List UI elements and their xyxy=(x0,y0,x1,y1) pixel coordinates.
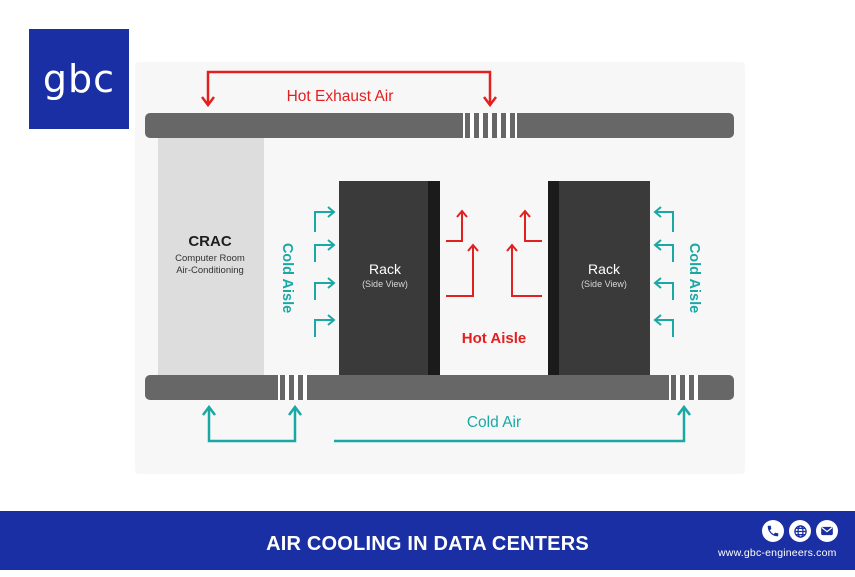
footer-bar: AIR COOLING IN DATA CENTERS www.gbc-engi… xyxy=(0,511,855,570)
cold-air-label: Cold Air xyxy=(467,414,521,431)
rack-left-subtitle: (Side View) xyxy=(362,279,408,289)
gbc-logo: gbc xyxy=(29,29,129,129)
rack-left xyxy=(339,181,439,375)
floor-duct xyxy=(145,375,734,400)
hot-aisle-arrows xyxy=(446,209,542,297)
rack-right-edge xyxy=(548,181,559,375)
website-url[interactable]: www.gbc-engineers.com xyxy=(718,547,837,559)
contact-icons xyxy=(762,520,838,542)
rack-right-subtitle: (Side View) xyxy=(581,279,627,289)
crac-line-2: Air-Conditioning xyxy=(176,265,244,276)
hot-exhaust-arrow xyxy=(201,70,497,108)
cold-aisle-right-arrows xyxy=(653,206,674,337)
cooling-diagram: CRAC Computer Room Air-Conditioning Hot … xyxy=(145,70,734,443)
cold-aisle-left-label: Cold Aisle xyxy=(279,243,295,313)
footer-title: AIR COOLING IN DATA CENTERS xyxy=(266,533,589,555)
hot-aisle-label: Hot Aisle xyxy=(462,330,526,347)
globe-icon[interactable] xyxy=(789,520,811,542)
phone-icon[interactable] xyxy=(762,520,784,542)
mail-icon[interactable] xyxy=(816,520,838,542)
rack-left-edge xyxy=(428,181,440,375)
crac-title: CRAC xyxy=(188,233,231,250)
rack-right-title: Rack xyxy=(588,261,621,277)
floor-vent-right xyxy=(669,375,703,400)
hot-exhaust-label: Hot Exhaust Air xyxy=(287,88,394,105)
crac-unit xyxy=(158,138,264,375)
ceiling-vent xyxy=(463,113,517,138)
logo-text: gbc xyxy=(42,57,116,101)
ceiling-duct xyxy=(145,113,734,138)
cold-aisle-right-label: Cold Aisle xyxy=(686,243,702,313)
crac-line-1: Computer Room xyxy=(175,253,245,264)
rack-right xyxy=(548,181,650,375)
cold-air-arrows xyxy=(202,404,691,443)
cold-aisle-left-arrows xyxy=(314,206,336,337)
rack-left-title: Rack xyxy=(369,261,402,277)
floor-vent-left xyxy=(278,375,312,400)
